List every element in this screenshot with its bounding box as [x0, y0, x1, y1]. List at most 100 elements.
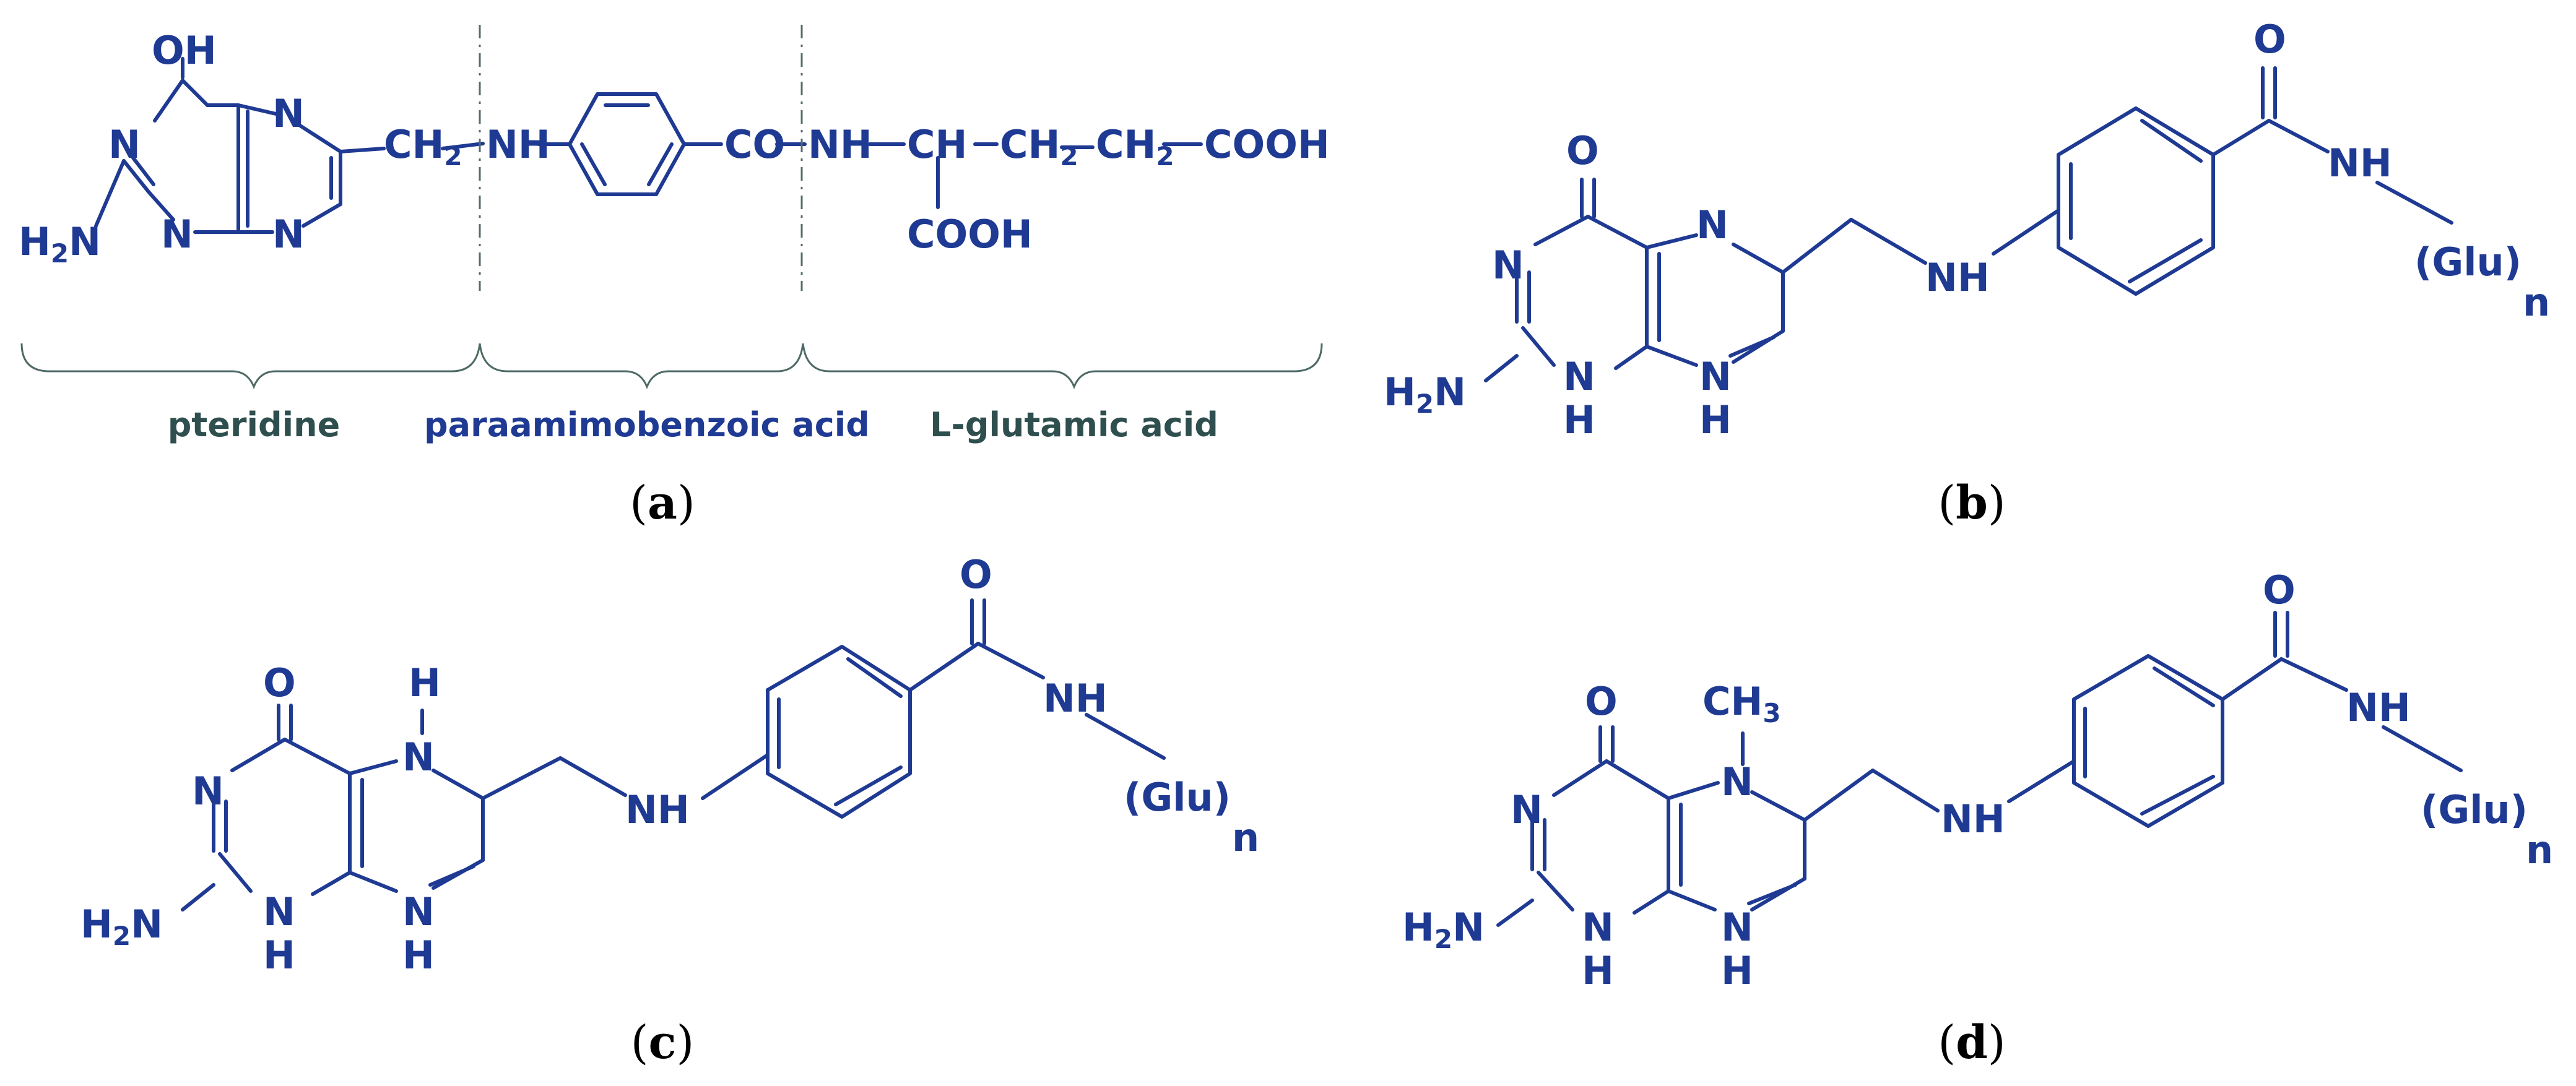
bond: [2153, 666, 2215, 707]
bond: [1732, 243, 1785, 274]
bond: [1803, 769, 1875, 822]
bond: [348, 871, 398, 893]
brace-paba: [479, 343, 804, 390]
bond: [2140, 775, 2215, 816]
segment-label-paba: paraamimobenzoic acid: [424, 405, 870, 444]
oxygen-label: O: [2263, 567, 2296, 613]
amine-label: NH: [625, 787, 690, 832]
atom-h: H: [402, 933, 435, 978]
benzene-ring: [2057, 106, 2215, 296]
oxygen-label: O: [1585, 679, 1618, 724]
panel-label-c: (c): [631, 1016, 695, 1069]
bond: [1750, 877, 1806, 911]
glu-count-label: n: [2523, 280, 2550, 325]
atom-n: N: [1563, 354, 1595, 399]
bond: [1586, 215, 1649, 249]
panel-d: O O CH3 N N N H N H H2N NH NH (Glu) n (d…: [1402, 567, 2553, 1069]
bond: [1614, 345, 1649, 370]
atom-n: N: [1511, 787, 1543, 832]
bond: [181, 79, 209, 107]
atom-h: H: [1699, 397, 1732, 442]
segment-label-pteridine: pteridine: [168, 405, 340, 444]
carboxyl-label: COOH: [1204, 122, 1330, 167]
bond: [94, 159, 126, 228]
bond: [1533, 215, 1590, 246]
bond: [1781, 218, 1853, 274]
atom-h: H: [409, 660, 441, 705]
bond: [1085, 713, 1166, 760]
bond: [131, 156, 155, 186]
bond: [147, 190, 175, 222]
glu-label: (Glu): [2421, 787, 2528, 832]
bond: [1521, 326, 1556, 367]
brace-glutamic: [802, 343, 1323, 390]
atom-n: N: [402, 735, 435, 780]
oxygen-label: O: [1566, 128, 1599, 173]
bond: [1552, 759, 1608, 797]
atom-n: N: [192, 769, 224, 814]
bond: [153, 79, 184, 123]
bond: [2140, 119, 2203, 163]
bond: [834, 765, 903, 806]
atom-n: N: [1721, 905, 1753, 950]
bond: [2007, 759, 2076, 803]
bond: [339, 147, 386, 153]
bond: [2279, 657, 2348, 692]
amino-label: H2N: [80, 902, 163, 951]
alpha-ch-label: CH: [907, 122, 967, 167]
atom-n: N: [1721, 759, 1753, 804]
bond: [976, 642, 1045, 679]
bond: [1849, 218, 1927, 265]
atom-n: N: [108, 122, 141, 167]
panel-label-b: (b): [1938, 476, 2006, 530]
atom-n: N: [1699, 354, 1732, 399]
segment-label-glutamic: L-glutamic acid: [930, 405, 1218, 444]
bond: [236, 103, 280, 116]
bond: [908, 642, 980, 692]
amide-nh-label: NH: [2328, 140, 2392, 186]
bond: [301, 202, 342, 228]
bond: [2267, 119, 2330, 153]
bond: [1645, 233, 1698, 249]
atom-n: N: [263, 889, 295, 934]
atom-h: H: [1721, 948, 1753, 993]
bond: [441, 142, 485, 150]
bond: [2211, 119, 2271, 157]
amine-label: NH: [486, 122, 550, 167]
amine-label: NH: [1925, 255, 1990, 300]
panel-c: O O H N N N H N H H2N NH NH (Glu) n (c): [80, 552, 1259, 1069]
bond: [348, 759, 398, 775]
amide-nh-label: NH: [808, 122, 872, 167]
carbonyl-label: CO: [724, 122, 785, 167]
atom-n: N: [1492, 243, 1524, 288]
amino-label: H2N: [1402, 905, 1485, 954]
bond: [1484, 354, 1519, 382]
bond: [1645, 345, 1698, 367]
amino-label: H2N: [19, 219, 101, 269]
bond: [1728, 335, 1776, 358]
amide-nh-label: NH: [1043, 676, 1108, 721]
bond: [295, 122, 342, 153]
carboxyl-label: COOH: [907, 212, 1033, 257]
amide-nh-label: NH: [2346, 685, 2411, 730]
bond: [230, 738, 287, 772]
glu-count-label: n: [2526, 827, 2553, 873]
atom-n: N: [1696, 202, 1728, 248]
bond: [481, 756, 562, 800]
methylene-label: CH2: [1000, 122, 1078, 171]
oxygen-label: O: [2253, 17, 2286, 62]
bond: [558, 756, 627, 797]
bond: [1667, 781, 1720, 800]
glu-label: (Glu): [1124, 775, 1231, 820]
bond: [1871, 769, 1940, 812]
bond: [1992, 209, 2060, 256]
bond: [1667, 889, 1717, 911]
atom-h: H: [1582, 948, 1614, 993]
bond: [1633, 889, 1670, 915]
bond: [2128, 238, 2203, 283]
atom-n: N: [1582, 905, 1614, 950]
bond: [846, 657, 903, 698]
bond: [1747, 883, 1797, 905]
brace-pteridine: [20, 343, 481, 390]
